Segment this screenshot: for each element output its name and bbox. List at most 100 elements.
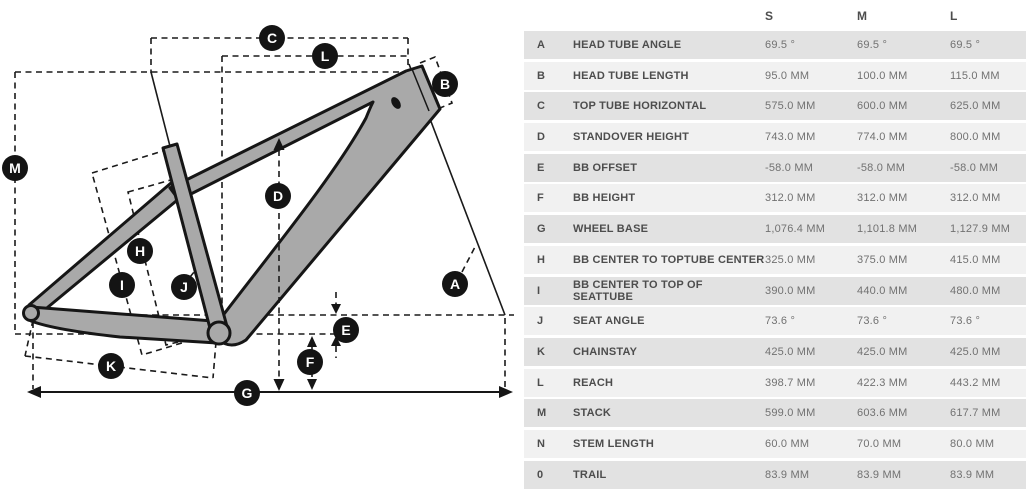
row-value-s: 743.0 MM (765, 131, 816, 144)
svg-text:L: L (321, 48, 330, 64)
row-label: WHEEL BASE (573, 223, 649, 236)
diagram-label-j: J (171, 274, 197, 300)
diagram-label-k: K (98, 353, 124, 379)
header-size-l: L (950, 8, 958, 23)
arrow-standover-up (273, 138, 285, 150)
measurement-arrows (27, 138, 513, 398)
row-value-l: 1,127.9 MM (950, 223, 1011, 236)
row-value-l: 625.0 MM (950, 100, 1001, 113)
row-label: HEAD TUBE LENGTH (573, 69, 689, 82)
row-value-m: 440.0 MM (857, 284, 908, 297)
row-value-s: 390.0 MM (765, 284, 816, 297)
diagram-letter-markers: A B C D E F G H I J K L M (2, 25, 468, 406)
row-letter: B (537, 69, 545, 82)
row-value-l: 443.2 MM (950, 376, 1001, 389)
row-value-l: 83.9 MM (950, 468, 995, 481)
table-row: M STACK 599.0 MM 603.6 MM 617.7 MM (524, 399, 1026, 428)
row-value-m: 603.6 MM (857, 407, 908, 420)
svg-text:K: K (106, 358, 116, 374)
arrow-wheelbase-left (27, 386, 41, 398)
row-label: STEM LENGTH (573, 437, 655, 450)
table-row: A HEAD TUBE ANGLE 69.5 ° 69.5 ° 69.5 ° (524, 31, 1026, 59)
row-value-m: 375.0 MM (857, 253, 908, 266)
svg-text:I: I (120, 277, 124, 293)
table-row: G WHEEL BASE 1,076.4 MM 1,101.8 MM 1,127… (524, 215, 1026, 244)
bottom-bracket (206, 320, 232, 346)
svg-text:H: H (135, 243, 145, 259)
row-value-s: 73.6 ° (765, 315, 796, 328)
row-value-m: 70.0 MM (857, 437, 902, 450)
arrow-bb-offset-down (331, 304, 341, 314)
arrow-bb-height-down (307, 379, 317, 390)
row-value-l: 80.0 MM (950, 437, 995, 450)
row-letter: 0 (537, 468, 544, 481)
svg-text:G: G (242, 385, 253, 401)
row-value-s: 83.9 MM (765, 468, 810, 481)
table-row: H BB CENTER TO TOPTUBE CENTER 325.0 MM 3… (524, 245, 1026, 274)
toptube-headtube-downtube (168, 64, 442, 347)
diagram-label-g: G (234, 380, 260, 406)
row-value-m: 73.6 ° (857, 315, 888, 328)
row-value-s: 69.5 ° (765, 39, 796, 51)
svg-text:M: M (9, 160, 21, 176)
row-label: TOP TUBE HORIZONTAL (573, 100, 707, 113)
diagram-label-d: D (265, 183, 291, 209)
row-value-s: 398.7 MM (765, 376, 816, 389)
diagram-label-i: I (109, 272, 135, 298)
table-row: J SEAT ANGLE 73.6 ° 73.6 ° 73.6 ° (524, 307, 1026, 336)
svg-text:B: B (440, 76, 450, 92)
row-letter: L (537, 376, 544, 389)
geometry-table: S M L A HEAD TUBE ANGLE 69.5 ° 69.5 ° 69… (524, 0, 1026, 492)
rear-dropout (22, 304, 40, 322)
frame-geometry-diagram: A B C D E F G H I J K L M (2, 25, 514, 406)
row-value-l: 617.7 MM (950, 407, 1001, 420)
diagram-label-a: A (442, 271, 468, 297)
row-value-m: 422.3 MM (857, 376, 908, 389)
row-value-s: 325.0 MM (765, 253, 816, 266)
row-label: BB CENTER TO TOP OF SEATTUBE (573, 278, 703, 303)
table-row: N STEM LENGTH 60.0 MM 70.0 MM 80.0 MM (524, 429, 1026, 458)
row-letter: G (537, 223, 546, 236)
row-letter: F (537, 192, 544, 205)
row-value-l: 800.0 MM (950, 131, 1001, 144)
row-value-m: 100.0 MM (857, 69, 908, 82)
svg-text:E: E (341, 322, 350, 338)
row-label: STANDOVER HEIGHT (573, 131, 690, 144)
diagram-label-e: E (333, 317, 359, 343)
row-value-m: 69.5 ° (857, 39, 888, 51)
table-row: I BB CENTER TO TOP OF SEATTUBE 390.0 MM … (524, 276, 1026, 305)
row-letter: K (537, 345, 545, 358)
table-header-row: S M L (524, 0, 1026, 31)
diagram-label-f: F (297, 349, 323, 375)
row-value-s: 1,076.4 MM (765, 223, 826, 236)
diagram-label-h: H (127, 238, 153, 264)
row-label: HEAD TUBE ANGLE (573, 39, 682, 51)
row-value-l: 69.5 ° (950, 39, 981, 51)
table-row: L REACH 398.7 MM 422.3 MM 443.2 MM (524, 368, 1026, 397)
row-value-m: 774.0 MM (857, 131, 908, 144)
table-body: A HEAD TUBE ANGLE 69.5 ° 69.5 ° 69.5 ° B… (524, 31, 1026, 489)
row-value-l: 480.0 MM (950, 284, 1001, 297)
row-value-l: 415.0 MM (950, 253, 1001, 266)
diagram-label-l: L (312, 43, 338, 69)
row-label: BB CENTER TO TOPTUBE CENTER (573, 253, 765, 266)
table-row: B HEAD TUBE LENGTH 95.0 MM 100.0 MM 115.… (524, 61, 1026, 90)
svg-text:F: F (306, 354, 315, 370)
svg-text:C: C (267, 30, 277, 46)
row-label: STACK (573, 407, 612, 420)
table-row: K CHAINSTAY 425.0 MM 425.0 MM 425.0 MM (524, 337, 1026, 366)
bike-frame (22, 64, 442, 347)
row-letter: D (537, 131, 545, 144)
row-label: BB HEIGHT (573, 192, 636, 205)
row-value-s: 425.0 MM (765, 345, 816, 358)
arrow-standover-down (273, 379, 285, 391)
row-value-l: 425.0 MM (950, 345, 1001, 358)
row-value-s: 95.0 MM (765, 69, 810, 82)
row-label: REACH (573, 376, 614, 389)
table-row: E BB OFFSET -58.0 MM -58.0 MM -58.0 MM (524, 153, 1026, 182)
header-size-m: M (857, 8, 868, 23)
svg-text:A: A (450, 276, 460, 292)
svg-text:J: J (180, 279, 188, 295)
table-row: D STANDOVER HEIGHT 743.0 MM 774.0 MM 800… (524, 123, 1026, 152)
row-letter: J (537, 315, 544, 328)
